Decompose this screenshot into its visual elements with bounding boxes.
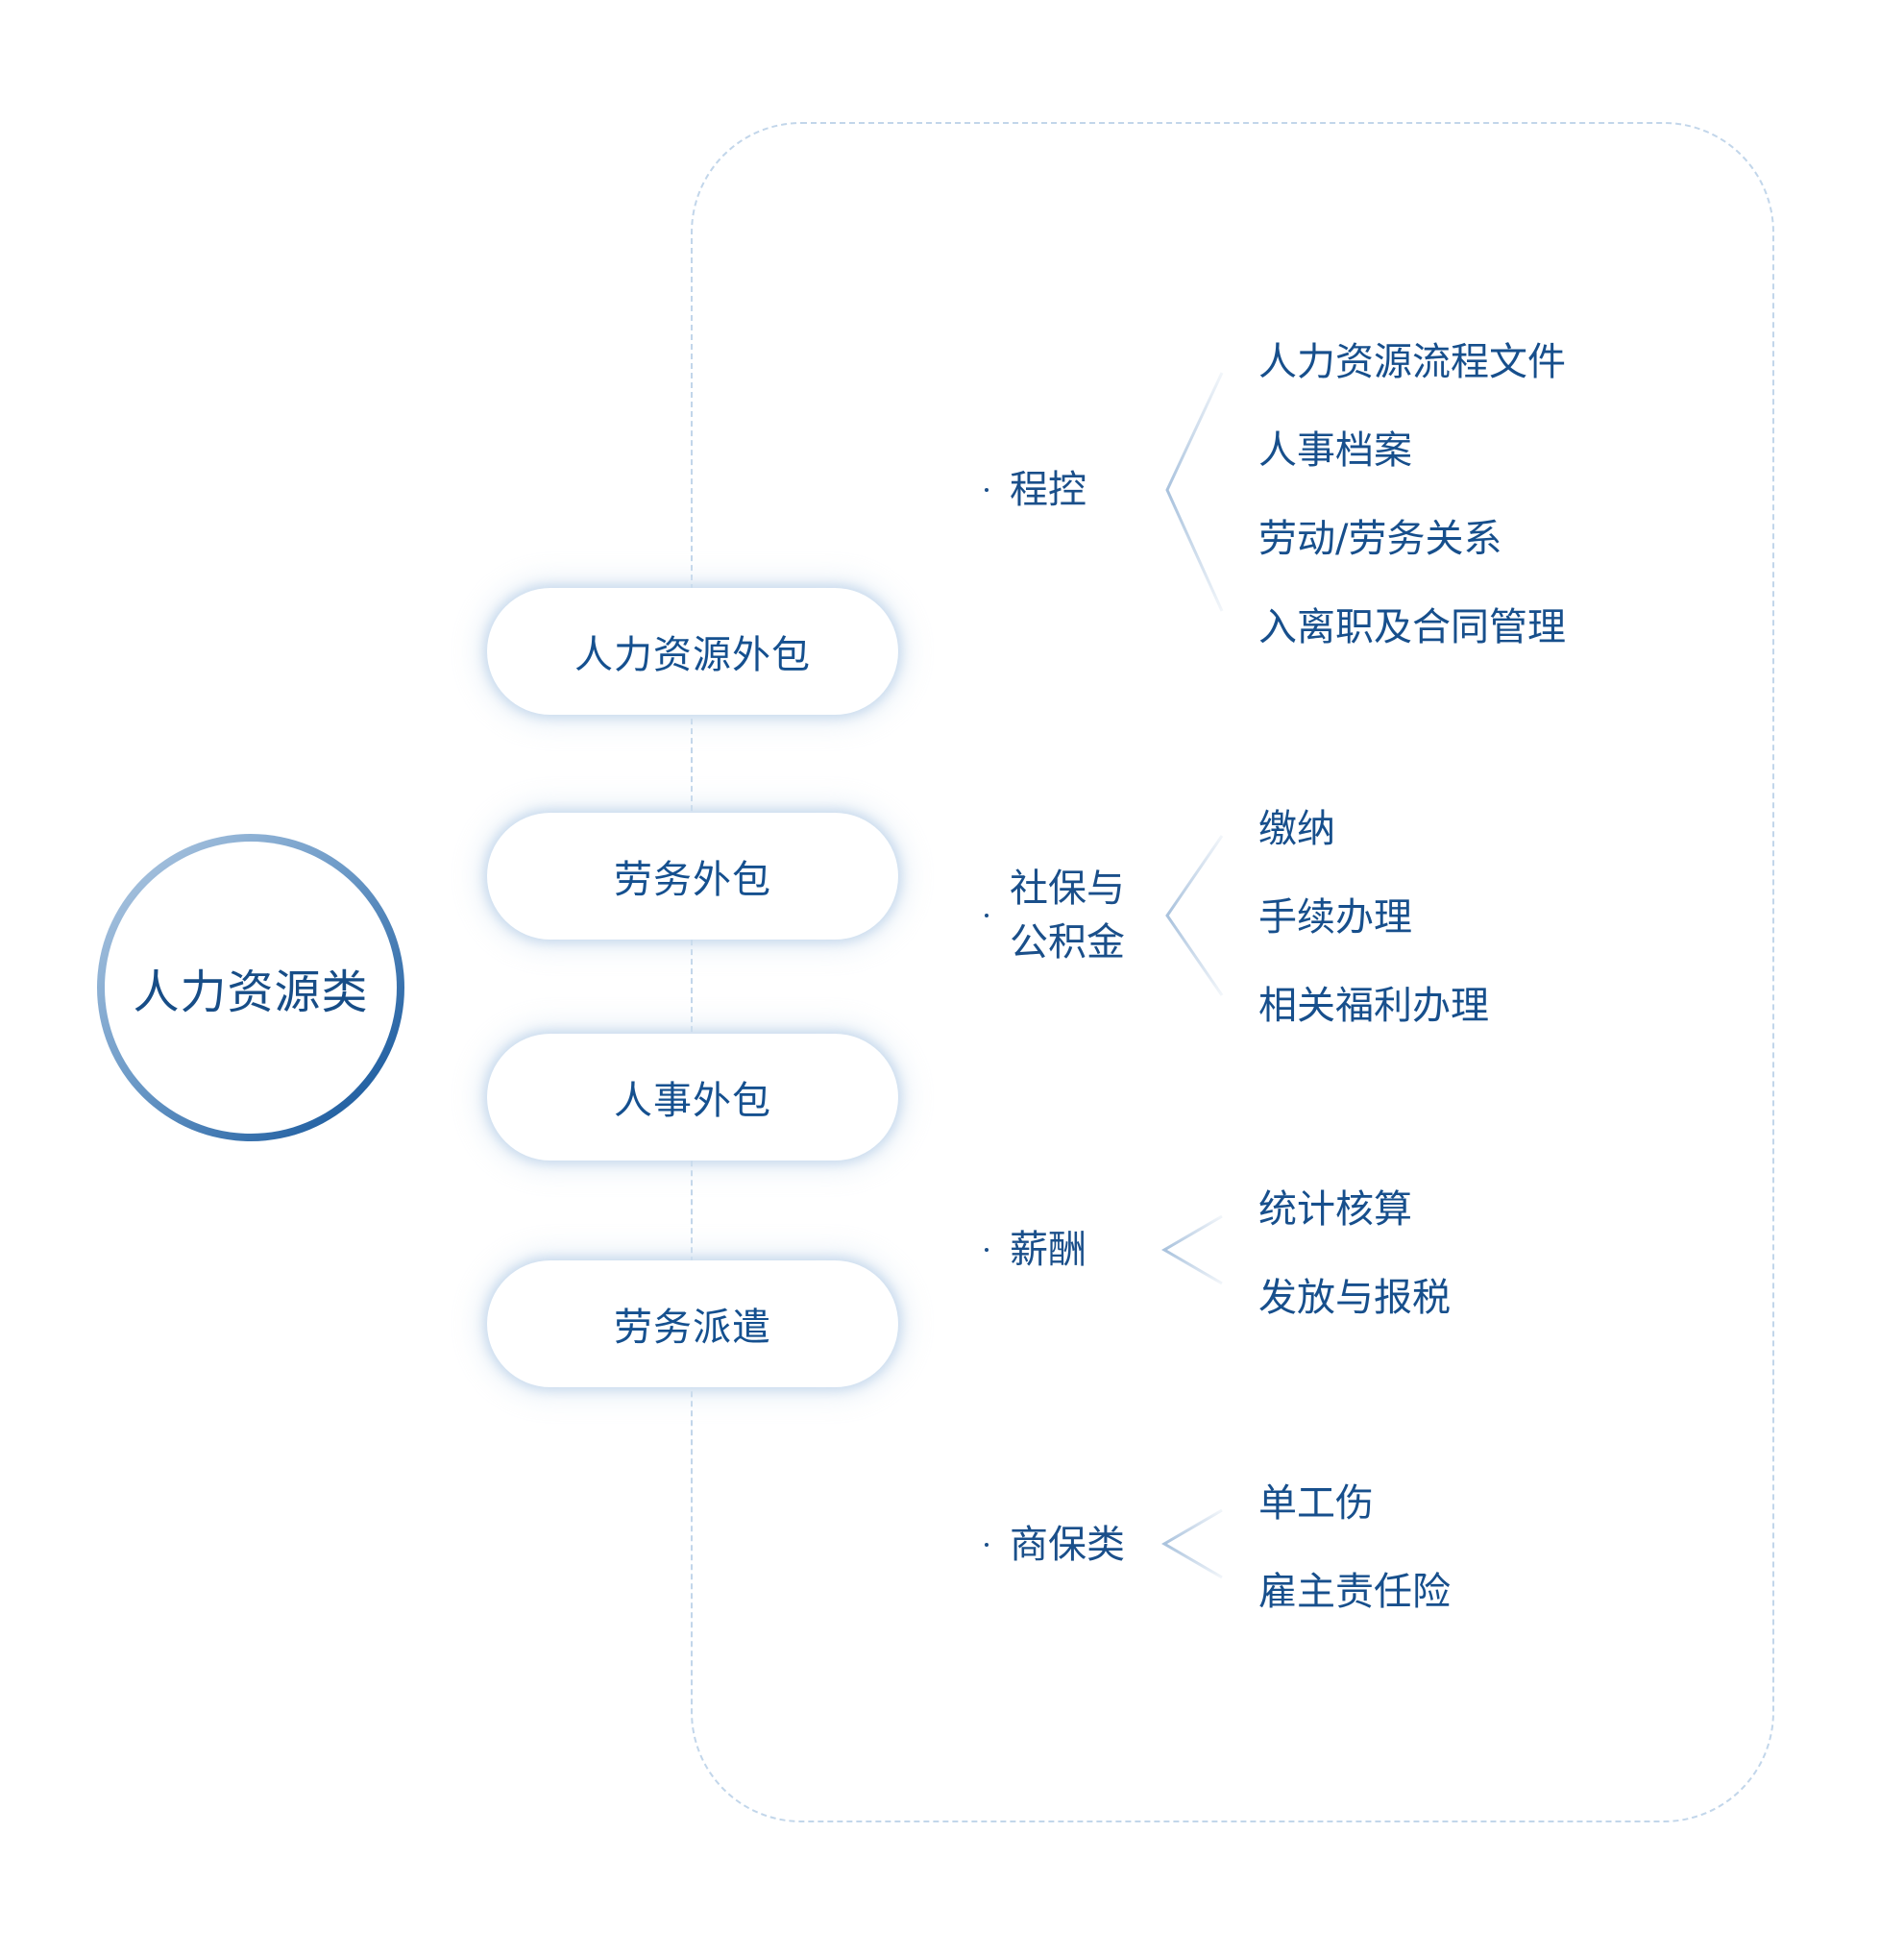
- service-label: 人力资源外包: [574, 633, 811, 677]
- service-label: 人事外包: [614, 1079, 771, 1123]
- list-item: 人事档案: [1258, 428, 1412, 473]
- list-item: 手续办理: [1258, 895, 1412, 940]
- list-item: 单工伤: [1258, 1481, 1374, 1526]
- root-node-inner: 人力资源类: [105, 842, 397, 1134]
- category-commercial-insurance: 商保类: [985, 1518, 1125, 1572]
- bullet-dot-icon: [985, 488, 989, 492]
- list-item: 发放与报税: [1258, 1276, 1451, 1320]
- list-item: 缴纳: [1258, 807, 1335, 851]
- category-label: 商保类: [1010, 1523, 1125, 1567]
- bracket-social-security: [1165, 835, 1224, 996]
- root-label: 人力资源类: [133, 965, 369, 1019]
- dashed-group-frame: [691, 122, 1774, 1822]
- service-label: 劳务外包: [614, 858, 771, 902]
- category-social-security: 社保与 公积金: [985, 862, 1125, 969]
- category-label: 薪酬: [1010, 1228, 1086, 1272]
- list-item: 人力资源流程文件: [1258, 340, 1566, 384]
- service-pill-labor-outsourcing: 劳务外包: [487, 813, 898, 940]
- service-pill-labor-dispatch: 劳务派遣: [487, 1260, 898, 1387]
- bracket-commercial-insurance: [1161, 1508, 1223, 1579]
- service-label: 劳务派遣: [614, 1306, 771, 1350]
- bracket-programmatic: [1165, 372, 1224, 612]
- category-programmatic: 程控: [985, 463, 1086, 517]
- list-item: 劳动/劳务关系: [1258, 517, 1502, 561]
- bullet-dot-icon: [985, 1543, 989, 1547]
- root-node: 人力资源类: [97, 834, 404, 1141]
- bracket-salary: [1161, 1214, 1223, 1285]
- category-label: 程控: [1010, 468, 1086, 512]
- service-pill-personnel-outsourcing: 人事外包: [487, 1034, 898, 1161]
- category-salary: 薪酬: [985, 1223, 1086, 1277]
- list-item: 雇主责任险: [1258, 1570, 1451, 1614]
- list-item: 入离职及合同管理: [1258, 605, 1566, 649]
- service-pill-hr-outsourcing: 人力资源外包: [487, 588, 898, 715]
- category-label: 社保与 公积金: [1010, 867, 1125, 965]
- bullet-dot-icon: [985, 1248, 989, 1252]
- bullet-dot-icon: [985, 914, 989, 917]
- list-item: 统计核算: [1258, 1187, 1412, 1232]
- list-item: 相关福利办理: [1258, 984, 1489, 1028]
